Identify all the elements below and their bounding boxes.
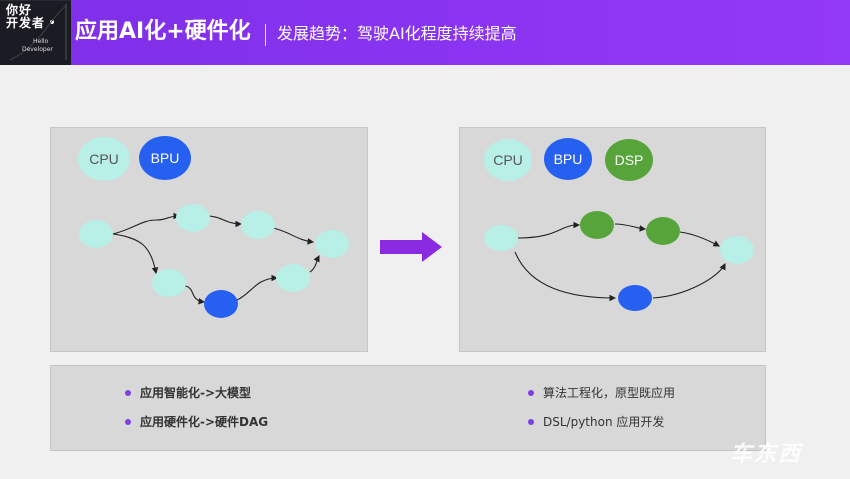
diagram-left-edges [112,212,320,305]
logo: 你好 开发者 Hello Developer [0,0,71,65]
graph-node-bpu [618,285,652,311]
diagram-left-graph: CPU BPU [78,136,349,318]
graph-node-cpu [241,211,275,239]
bullet-dot-icon [125,418,131,425]
legend-cpu-node [78,137,130,181]
page-subtitle: 发展趋势：驾驶AI化程度持续提高 [277,24,517,43]
legend-bpu-label: BPU [151,150,180,166]
bullet-dot-icon [125,389,131,396]
graph-node-cpu [79,220,113,248]
legend-cpu-node [484,139,532,181]
diagram-panel-cpu-bpu-dsp: CPU BPU DSP [459,127,766,352]
logo-text-line1: 你好 [6,3,33,17]
diagram-right-graph: CPU BPU DSP [484,138,754,311]
header-bar: 你好 开发者 Hello Developer 应用AI化+硬件化 发展趋势：驾驶… [0,0,850,65]
legend-dsp-label: DSP [615,152,644,168]
bullet-item: DSL/python 应用开发 [528,413,664,430]
legend-cpu-label: CPU [89,151,119,167]
bullet-dot-icon [528,418,534,425]
logo-text-line2: 开发者 [6,16,46,30]
graph-node-cpu [720,236,754,264]
logo-en-line2: Developer [22,46,53,53]
bullet-text: DSL/python 应用开发 [543,415,665,429]
summary-box: 应用智能化->大模型 应用硬件化->硬件DAG 算法工程化，原型既应用 DSL/… [50,365,766,451]
logo-graphic [0,0,71,65]
watermark: 车东西 [730,442,803,467]
diagram-right-edges [514,221,726,302]
bullet-item: 应用硬件化->硬件DAG [125,413,268,430]
legend-cpu-label: CPU [493,152,523,168]
legend-dsp-node [605,139,653,181]
transition-arrow-icon [380,232,442,262]
graph-node-bpu [204,290,238,318]
graph-node-cpu [152,269,186,297]
graph-node-dsp [580,211,614,239]
bullet-text: 算法工程化，原型既应用 [543,386,676,400]
graph-node-cpu [276,264,310,292]
graph-node-cpu [484,225,518,251]
graph-node-dsp [646,217,680,245]
bullet-text: 应用智能化->大模型 [140,386,252,400]
title-divider [265,24,266,46]
bullet-dot-icon [528,389,534,396]
graph-node-cpu [176,204,210,232]
legend-bpu-node [139,136,191,180]
graph-node-cpu [315,230,349,258]
bullet-text: 应用硬件化->硬件DAG [140,415,269,429]
bullet-item: 算法工程化，原型既应用 [528,384,675,401]
legend-bpu-label: BPU [554,151,583,167]
bullet-item: 应用智能化->大模型 [125,384,251,401]
logo-en-line1: Hello [33,38,49,45]
page-title: 应用AI化+硬件化 [75,19,251,44]
legend-bpu-node [544,138,592,180]
diagram-panel-cpu-bpu: CPU BPU [50,127,368,352]
